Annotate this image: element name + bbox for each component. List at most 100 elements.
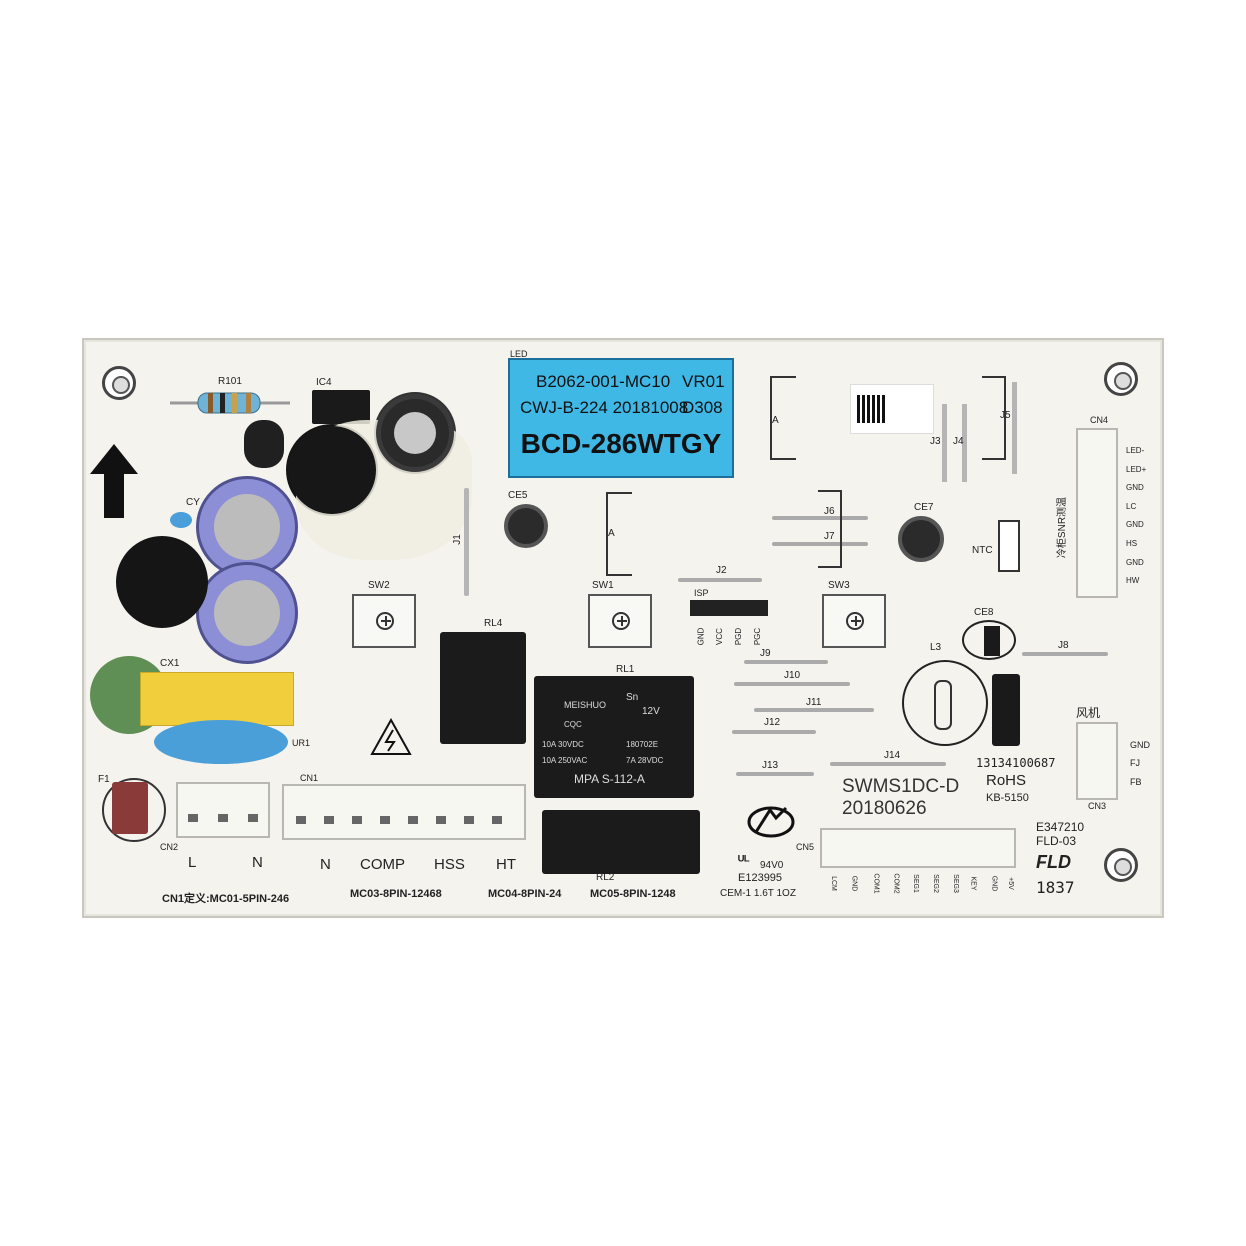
transistor <box>984 626 1000 656</box>
connector-cn4[interactable] <box>1076 428 1118 598</box>
capacitor-ce7 <box>898 516 944 562</box>
outline-j5 <box>982 376 1006 460</box>
kb-label: KB-5150 <box>986 792 1029 804</box>
inductor-black-2 <box>116 536 208 628</box>
j12-label: J12 <box>764 717 781 728</box>
sticker-line1-right: VR01 <box>682 372 725 391</box>
jumper-j3 <box>942 404 947 482</box>
j11-label: J11 <box>806 697 822 708</box>
connector-cn3[interactable] <box>1076 722 1118 800</box>
fuse-f1 <box>112 782 148 834</box>
outline-j6-j7 <box>818 490 842 568</box>
fan-fb-label: FB <box>1130 777 1142 787</box>
ntc-label: NTC <box>972 545 993 556</box>
relay-model: MPA S-112-A <box>574 772 645 786</box>
manufacturer-logo-icon <box>747 806 795 838</box>
jumper-j4 <box>962 404 967 482</box>
j14-label: J14 <box>884 750 901 761</box>
isp-header[interactable] <box>690 600 768 616</box>
jumper-j8 <box>1022 652 1108 656</box>
inductor-l3 <box>902 660 988 746</box>
fan-fj-label: FJ <box>1130 758 1140 768</box>
capacitor-y-blue <box>154 720 288 764</box>
capacitor-purple-2-top <box>214 580 280 646</box>
cn4-pin-2: GND <box>1126 483 1144 492</box>
connector-cn5[interactable] <box>820 828 1016 868</box>
sw3-label: SW3 <box>828 580 850 591</box>
jumper-j7 <box>772 542 868 546</box>
jumper-j5 <box>1012 382 1017 474</box>
fan-gnd-label: GND <box>1130 740 1150 750</box>
cn5-pin-9: +5V <box>1006 877 1014 890</box>
connector-cn1[interactable] <box>282 784 526 840</box>
mounting-hole-bottom-right <box>1104 848 1138 882</box>
e-number: E347210 <box>1036 820 1085 834</box>
connector-cn2[interactable] <box>176 782 270 838</box>
cn4-label: CN4 <box>1090 415 1109 425</box>
high-voltage-warning-icon <box>370 718 412 755</box>
fld-logo: FLD <box>1036 852 1071 872</box>
sticker-line2-left: CWJ-B-224 20181008 <box>520 398 689 417</box>
date-code: 1837 <box>1036 878 1075 897</box>
mc04-definition: MC04-8PIN-24 <box>488 888 562 900</box>
capacitor-purple-2 <box>196 562 298 664</box>
sticker-line2-right: D308 <box>682 398 723 417</box>
rl2-label: RL2 <box>596 872 615 883</box>
relay-sn: Sn <box>626 692 639 703</box>
ul-number: E123995 <box>738 872 783 884</box>
mc05-definition: MC05-8PIN-1248 <box>590 888 676 900</box>
model-sticker: B2062-001-MC10 VR01 CWJ-B-224 20181008 D… <box>508 358 734 478</box>
cn5-pin-1: GND <box>850 875 858 892</box>
switch-sw2[interactable] <box>352 594 416 648</box>
rl4-label: RL4 <box>484 618 503 629</box>
cn5-pin-7: KEY <box>969 876 977 891</box>
jumper-j1 <box>464 488 469 596</box>
ce8-label: CE8 <box>974 607 994 618</box>
j9-label: J9 <box>760 648 771 659</box>
cn1-ht-label: HT <box>496 856 516 873</box>
ce7-label: CE7 <box>914 502 934 513</box>
r101-label: R101 <box>218 376 242 387</box>
j10-label: J10 <box>784 670 801 681</box>
cn4-pin-3: LC <box>1126 502 1137 511</box>
isp-label: ISP <box>694 588 709 598</box>
ic4-chip <box>312 390 370 424</box>
board-date: 20180626 <box>842 798 927 819</box>
fuse-outline <box>102 778 166 842</box>
capacitor-small-left <box>244 420 284 468</box>
barcode-sticker <box>850 384 934 434</box>
cn5-pin-3: COM2 <box>892 873 900 894</box>
cn4-pin-5: HS <box>1126 539 1138 548</box>
cx1-label: CX1 <box>160 658 180 669</box>
j3-label: J3 <box>930 436 941 447</box>
capacitor-x-yellow <box>140 672 294 726</box>
cn4-pin-4: GND <box>1126 520 1144 529</box>
outline-a-left <box>606 492 632 576</box>
rl1-label: RL1 <box>616 664 635 675</box>
capacitor-large-ce3-top <box>394 412 436 454</box>
j7-label: J7 <box>824 531 835 542</box>
jumper-j2 <box>678 578 762 582</box>
relay-rating3: 7A 28VDC <box>626 756 664 765</box>
jumper-j12 <box>732 730 816 734</box>
switch-sw1[interactable] <box>588 594 652 648</box>
cn5-pin-8: GND <box>990 875 998 892</box>
ic4-label: IC4 <box>316 377 332 388</box>
cn2-n-label: N <box>252 854 263 871</box>
capacitor-cy <box>170 512 192 528</box>
cn4-pin-1: LED+ <box>1126 465 1147 474</box>
ce5-label: CE5 <box>508 490 528 501</box>
v0-label: 94V0 <box>760 860 784 871</box>
cn1-definition: CN1定义:MC01-5PIN-246 <box>162 893 290 905</box>
l3-label: L3 <box>930 642 942 653</box>
relay-cqc: CQC <box>564 720 582 729</box>
j6-label: J6 <box>824 506 835 517</box>
inductor-l3-coil <box>934 680 952 730</box>
switch-sw3[interactable] <box>822 594 886 648</box>
fld03-label: FLD-03 <box>1036 834 1077 848</box>
capacitor-purple-1-top <box>214 494 280 560</box>
cn1-n-label: N <box>320 856 331 873</box>
cn2-label: CN2 <box>160 842 179 852</box>
cn2-l-label: L <box>188 854 197 871</box>
a-label-right: A <box>772 415 779 426</box>
